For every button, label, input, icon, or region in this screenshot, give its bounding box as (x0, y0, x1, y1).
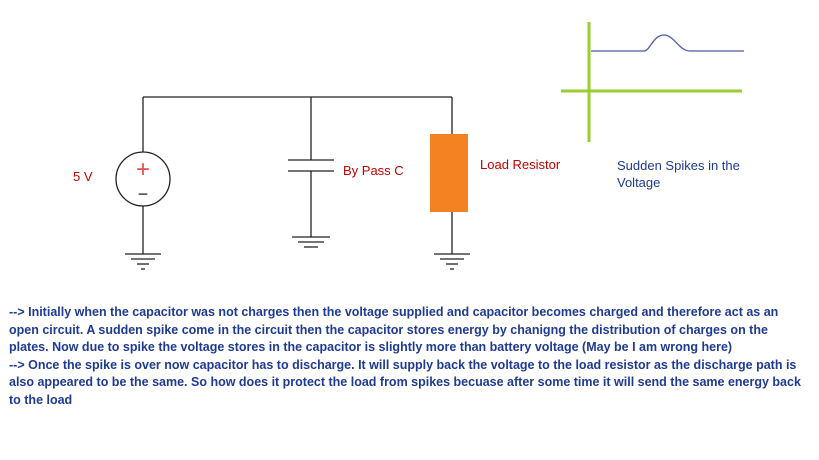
load-resistor-label: Load Resistor (480, 157, 561, 172)
explanation-notes: --> Initially when the capacitor was not… (9, 304, 809, 410)
source-plus-sign: + (136, 156, 150, 183)
resistor-ground-icon (434, 253, 470, 270)
spike-waveform (591, 34, 744, 52)
bypass-capacitor-label: By Pass C (343, 163, 404, 178)
note-paragraph: --> Once the spike is over now capacitor… (9, 357, 801, 407)
bypass-capacitor (288, 97, 334, 248)
source-ground-icon (125, 253, 161, 270)
source-minus-sign: − (138, 184, 149, 204)
capacitor-ground-icon (292, 236, 330, 248)
load-resistor (430, 97, 470, 270)
source-voltage-label: 5 V (73, 169, 93, 184)
note-paragraph: --> Initially when the capacitor was not… (9, 305, 779, 355)
spike-graph (561, 22, 744, 142)
circuit-diagram: + − (115, 22, 744, 270)
spike-graph-label: Sudden Spikes in the Voltage (617, 158, 740, 190)
voltage-source: + − (115, 97, 171, 270)
load-resistor-body (430, 134, 468, 212)
